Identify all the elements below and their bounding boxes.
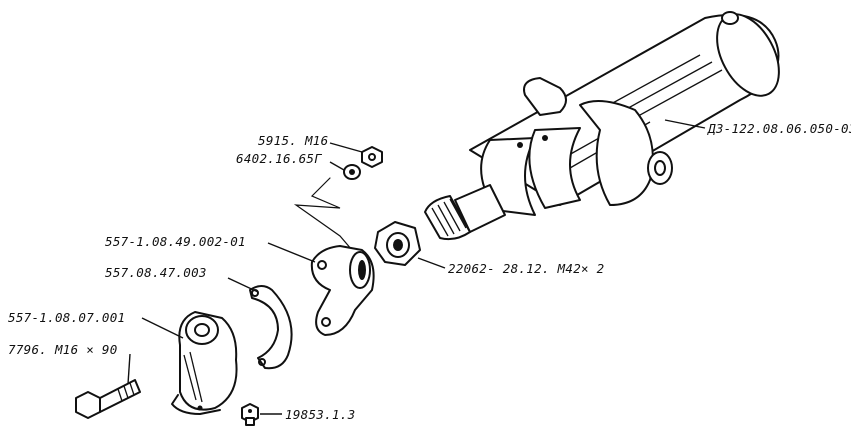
large-nut <box>374 221 421 266</box>
clamp-half <box>310 245 375 336</box>
lock-ring <box>249 285 293 370</box>
leader-clamp-half <box>267 242 316 263</box>
leader-bolt <box>127 353 131 385</box>
small-nut <box>361 146 383 168</box>
label-cylinder: ДЗ-122.08.06.050-03 <box>707 121 851 136</box>
assembly-axis-line <box>293 177 353 251</box>
leader-ball-joint <box>141 317 184 339</box>
label-nut-large: 22062- 28.12. M42× 2 <box>448 261 605 276</box>
label-washer-small: 6402.16.65Г <box>236 151 322 166</box>
label-lock-ring: 557.08.47.003 <box>105 265 207 280</box>
leader-cylinder <box>664 119 706 129</box>
leader-washer-small <box>329 161 345 171</box>
ball-joint <box>171 311 238 415</box>
label-clamp-half: 557-1.08.49.002-01 <box>105 234 246 249</box>
bolt <box>75 379 141 419</box>
leader-nut-small <box>329 142 363 153</box>
grease-fitting <box>241 403 259 426</box>
label-grease-fitting: 19853.1.3 <box>285 407 355 422</box>
spring-washer <box>343 164 361 180</box>
label-nut-small: 5915. M16 <box>258 133 328 148</box>
leader-lock-ring <box>227 277 259 293</box>
label-bolt: 7796. M16 × 90 <box>8 342 118 357</box>
hydraulic-cylinder <box>424 11 780 241</box>
leader-nut-large <box>417 257 446 269</box>
label-ball-joint: 557-1.08.07.001 <box>8 310 125 325</box>
